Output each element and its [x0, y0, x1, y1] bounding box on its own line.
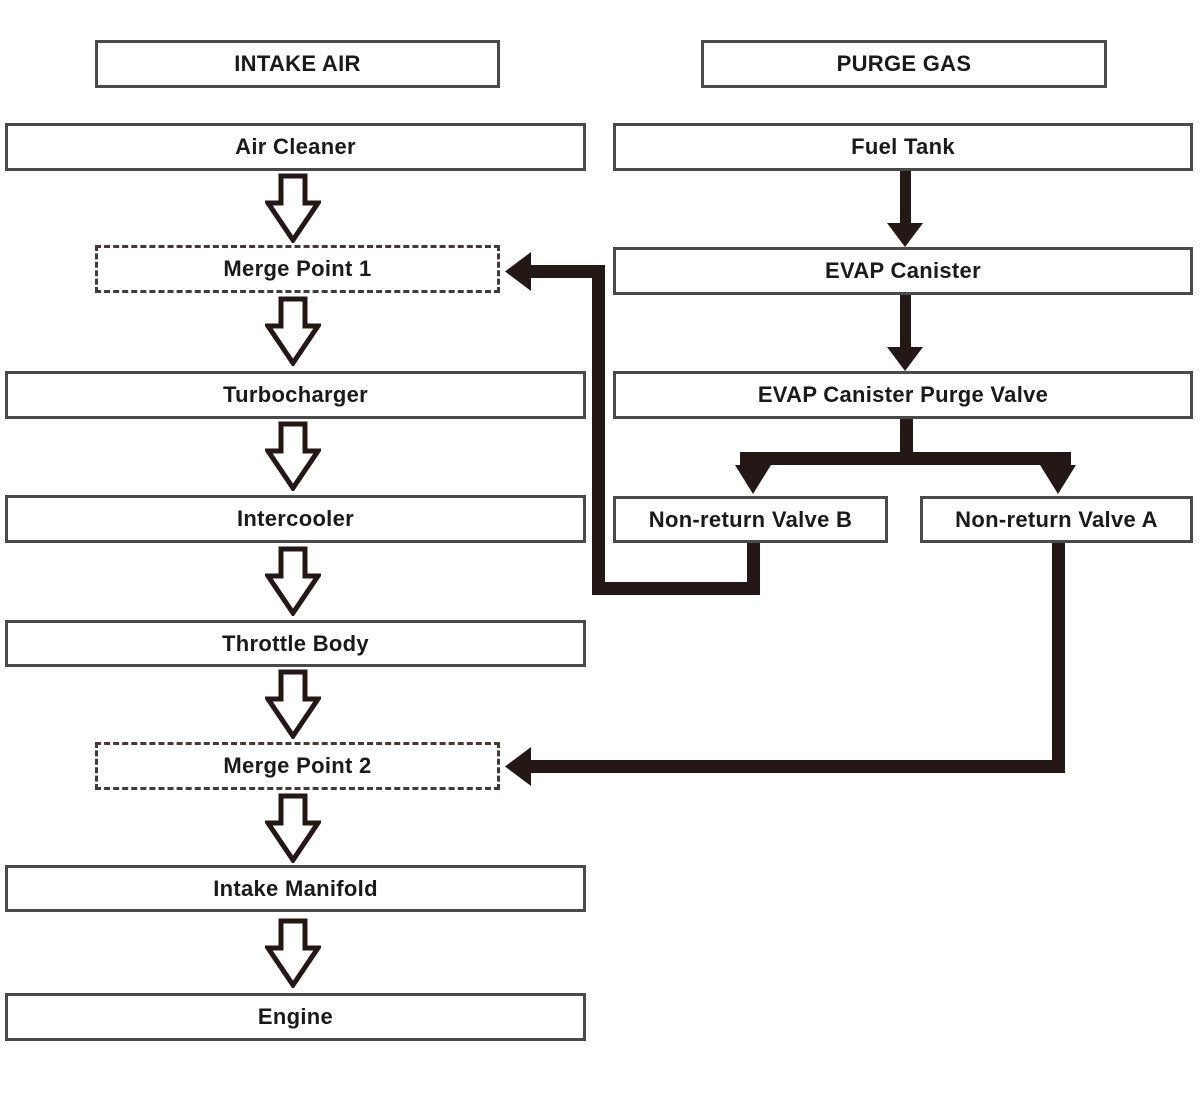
- node-turbocharger: Turbocharger: [5, 371, 586, 419]
- solid-arrow-fuel-tank-to-evap-canister: [887, 171, 923, 247]
- node-fuel-tank: Fuel Tank: [613, 123, 1193, 171]
- connector-valve-b-drop: [747, 543, 760, 589]
- node-evap-canister: EVAP Canister: [613, 247, 1193, 295]
- node-non-return-valve-a: Non-return Valve A: [920, 496, 1193, 543]
- hollow-arrow-air-cleaner-to-merge-1: [265, 173, 321, 243]
- connector-valve-b-riser: [592, 265, 605, 595]
- connector-valve-b-to-merge-1-run: [530, 265, 605, 278]
- node-throttle-body: Throttle Body: [5, 620, 586, 667]
- hollow-arrow-merge-1-to-turbocharger: [265, 296, 321, 366]
- node-evap-canister-purge-valve: EVAP Canister Purge Valve: [613, 371, 1193, 419]
- arrowhead-to-non-return-valve-a: [1040, 465, 1076, 494]
- node-intercooler: Intercooler: [5, 495, 586, 543]
- solid-arrow-evap-canister-to-purge-valve: [887, 295, 923, 371]
- arrowhead-to-merge-point-1: [505, 252, 531, 291]
- connector-valve-a-drop: [1052, 543, 1065, 773]
- node-intake-manifold: Intake Manifold: [5, 865, 586, 912]
- connector-valve-a-to-merge-2-run: [530, 760, 1065, 773]
- node-non-return-valve-b: Non-return Valve B: [613, 496, 888, 543]
- hollow-arrow-intercooler-to-throttle-body: [265, 546, 321, 616]
- connector-valve-b-bottom-run: [592, 582, 760, 595]
- node-merge-point-2: Merge Point 2: [95, 742, 500, 790]
- node-merge-point-1: Merge Point 1: [95, 245, 500, 293]
- arrowhead-to-non-return-valve-b: [735, 465, 771, 494]
- header-purge-gas: PURGE GAS: [701, 40, 1107, 88]
- hollow-arrow-merge-2-to-intake-manifold: [265, 793, 321, 863]
- header-intake-air: INTAKE AIR: [95, 40, 500, 88]
- hollow-arrow-turbocharger-to-intercooler: [265, 421, 321, 491]
- node-engine: Engine: [5, 993, 586, 1041]
- hollow-arrow-throttle-body-to-merge-2: [265, 669, 321, 739]
- connector-purge-valve-split-bar: [740, 452, 1071, 465]
- hollow-arrow-intake-manifold-to-engine: [265, 918, 321, 988]
- node-air-cleaner: Air Cleaner: [5, 123, 586, 171]
- arrowhead-to-merge-point-2: [505, 747, 531, 786]
